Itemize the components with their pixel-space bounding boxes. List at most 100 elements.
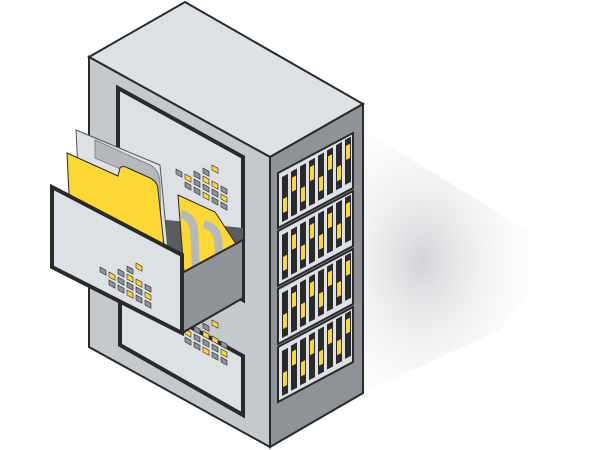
indicator-light	[220, 348, 228, 358]
vent-slot	[282, 231, 288, 280]
indicator-light	[220, 340, 228, 350]
indicator-light	[108, 279, 116, 289]
vent-led	[310, 280, 314, 298]
vent-slot	[327, 147, 333, 196]
vent-slot	[282, 173, 288, 222]
indicator-light	[211, 164, 219, 174]
indicator-light	[211, 319, 219, 329]
indicator-light	[135, 262, 143, 272]
floor-shadow	[363, 130, 560, 393]
vent-led	[346, 143, 350, 160]
vent-led	[310, 164, 314, 182]
indicator-light	[211, 351, 219, 361]
indicator-light	[193, 325, 201, 335]
indicator-light	[126, 273, 134, 283]
indicator-light	[99, 266, 107, 276]
vent-led	[328, 212, 332, 229]
folder-yellow-front	[66, 152, 166, 256]
vent-slot	[282, 347, 288, 396]
vent-slot	[327, 263, 333, 312]
indicator-light	[144, 291, 152, 301]
vent-slot	[327, 205, 333, 254]
vent-led	[301, 302, 305, 319]
vent-led	[346, 259, 350, 276]
vent-led	[319, 233, 323, 250]
indicator-light	[202, 346, 210, 356]
vent-slot	[345, 310, 351, 359]
indicator-light	[135, 294, 143, 304]
vent-slot	[291, 284, 297, 333]
vent-led	[337, 339, 341, 356]
vent-slot	[309, 157, 315, 207]
vent-slot	[345, 194, 351, 243]
hanging-folder-grey-2	[180, 210, 200, 275]
vent-slot	[291, 226, 297, 275]
open-drawer-indicators	[99, 262, 152, 309]
vent-slot	[291, 168, 297, 217]
indicator-light	[220, 185, 228, 195]
vent-led	[310, 338, 314, 356]
indicator-light	[184, 181, 192, 191]
vent-led	[301, 360, 305, 377]
vent-slot	[291, 342, 297, 391]
indicator-light	[202, 338, 210, 348]
vent-slot	[309, 215, 315, 265]
vent-led	[292, 349, 296, 366]
vent-led	[283, 312, 287, 329]
indicator-light	[202, 183, 210, 193]
vent-slot	[318, 326, 324, 375]
indicator-light	[211, 196, 219, 206]
indicator-light	[144, 283, 152, 293]
indicator-light	[193, 333, 201, 343]
lower-drawer[interactable]	[118, 284, 245, 419]
indicator-light	[117, 268, 125, 278]
indicator-light	[126, 281, 134, 291]
indicator-light	[108, 271, 116, 281]
upper-slot-indicators	[175, 164, 228, 211]
indicator-light	[202, 330, 210, 340]
indicator-light	[126, 265, 134, 275]
vent-slot	[327, 321, 333, 370]
vent-led	[283, 196, 287, 213]
vent-slot	[300, 337, 306, 386]
indicator-light	[211, 343, 219, 353]
vent-led	[283, 254, 287, 271]
indicator-light	[117, 284, 125, 294]
vent-led	[283, 370, 287, 387]
indicator-light	[184, 336, 192, 346]
vent-led	[292, 175, 296, 192]
indicator-light	[117, 276, 125, 286]
vent-led	[346, 317, 350, 334]
vent-led	[337, 223, 341, 240]
indicator-light	[193, 170, 201, 180]
vent-slot	[345, 252, 351, 301]
indicator-light	[193, 178, 201, 188]
indicator-light	[220, 193, 228, 203]
vent-slot	[309, 331, 315, 381]
indicator-light	[220, 201, 228, 211]
indicator-light	[126, 289, 134, 299]
vent-led	[328, 154, 332, 171]
vent-led	[301, 186, 305, 203]
vent-slot	[300, 279, 306, 328]
vent-led	[310, 222, 314, 240]
vent-led	[337, 281, 341, 298]
vent-led	[319, 349, 323, 366]
side-vent-panels	[277, 131, 354, 404]
vent-slot	[336, 257, 342, 307]
vent-slot	[336, 199, 342, 249]
vent-led	[292, 291, 296, 308]
vent-led	[292, 233, 296, 250]
indicator-light	[211, 335, 219, 345]
vent-slot	[336, 141, 342, 191]
indicator-light	[135, 278, 143, 288]
vent-led	[328, 328, 332, 345]
vent-slot	[318, 210, 324, 259]
vent-slot	[282, 289, 288, 338]
vent-slot	[309, 273, 315, 323]
indicator-light	[193, 186, 201, 196]
indicator-light	[144, 299, 152, 309]
indicator-light	[175, 168, 183, 178]
vent-slot	[318, 152, 324, 201]
